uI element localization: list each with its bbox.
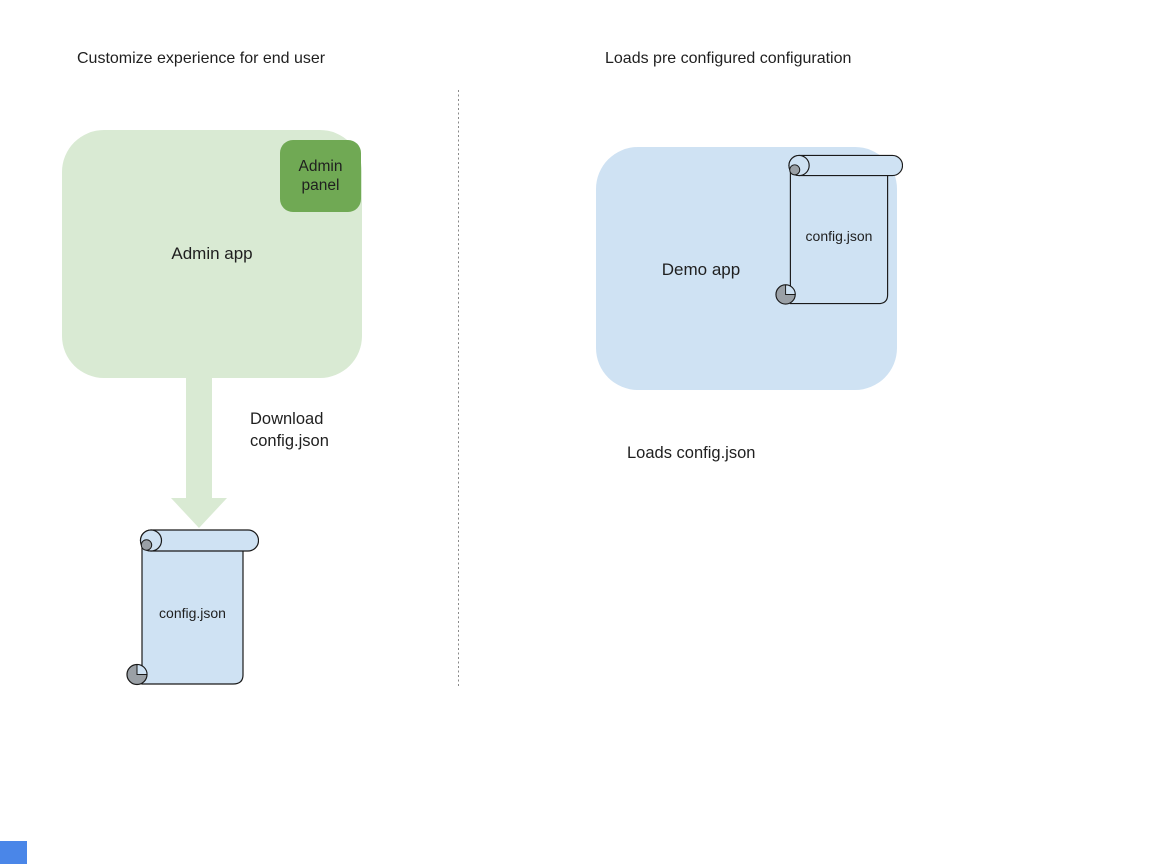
download-caption: Download config.json — [250, 408, 329, 452]
config-file-left-label: config.json — [159, 605, 226, 621]
config-file-left: config.json — [126, 528, 259, 686]
demo-app-label: Demo app — [661, 260, 741, 279]
admin-app-label: Admin app — [171, 244, 253, 263]
download-caption-line1: Download — [250, 410, 324, 428]
scroll-shape-icon — [126, 529, 259, 686]
download-caption-line2: config.json — [250, 432, 329, 450]
config-file-right: config.json — [775, 153, 903, 306]
right-section-title: Loads pre configured configuration — [605, 50, 852, 67]
scroll-shape-icon — [775, 154, 903, 305]
loads-caption: Loads config.json — [627, 444, 756, 462]
admin-app-box: Admin panel Admin app — [62, 130, 362, 378]
section-divider — [458, 90, 459, 687]
left-section-title: Customize experience for end user — [77, 50, 326, 67]
download-arrow-icon — [171, 378, 227, 528]
config-file-right-label: config.json — [805, 228, 873, 244]
admin-panel-label: Admin panel — [298, 158, 343, 194]
blue-square-marker — [0, 841, 27, 864]
admin-panel-box: Admin panel — [280, 140, 361, 212]
